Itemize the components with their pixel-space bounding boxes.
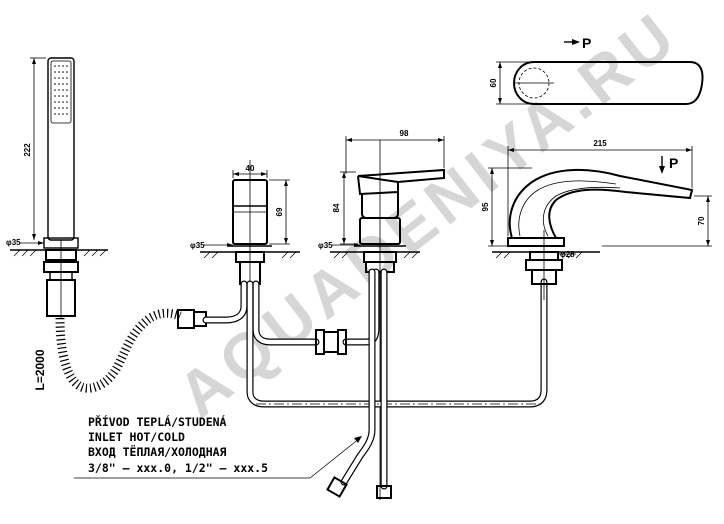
dim-shower-height: 222	[23, 143, 32, 157]
inlet-note: PŘÍVOD TEPLÁ/STUDENÁ INLET HOT/COLD ВХОД…	[74, 414, 362, 479]
dim-top-view-height: 60	[489, 78, 498, 87]
mixer-body: 98 84 φ35	[318, 129, 445, 500]
dim-mixer-hole: φ35	[318, 241, 333, 250]
diverter-valve: 40 69 φ35	[190, 160, 300, 290]
dim-valve-width: 40	[246, 164, 255, 173]
top-flow-label: P	[582, 35, 591, 51]
inlet-note-line1: PŘÍVOD TEPLÁ/STUDENÁ	[88, 414, 227, 429]
spout-flow-label: P	[669, 155, 678, 171]
dim-spout-outlet-height: 70	[697, 216, 706, 225]
hand-shower: 222 φ35	[6, 57, 108, 320]
shower-hose: L=2000	[33, 308, 207, 393]
dim-spout-length: 215	[593, 139, 607, 148]
dim-mixer-height: 84	[332, 203, 341, 212]
dim-spout-hole: φ28	[560, 250, 575, 259]
inlet-note-line4: 3/8" – xxx.0, 1/2" – xxx.5	[88, 461, 268, 475]
spout: 215 95 70 φ28 P	[481, 139, 712, 300]
dim-valve-hole: φ35	[190, 241, 205, 250]
inlet-note-line2: INLET HOT/COLD	[88, 430, 185, 444]
dim-mixer-width: 98	[400, 129, 409, 138]
spout-top-view: 60 P	[489, 35, 704, 105]
watermark: AQUADENIYA.RU	[164, 0, 691, 431]
dim-spout-height: 95	[481, 202, 490, 211]
dim-hose-length: L=2000	[33, 349, 47, 390]
dim-valve-height: 69	[275, 207, 284, 216]
inlet-note-line3: ВХОД ТЁПЛАЯ/ХОЛОДНАЯ	[88, 444, 227, 459]
dim-shower-hole: φ35	[6, 238, 21, 247]
connecting-pipes	[202, 268, 548, 499]
